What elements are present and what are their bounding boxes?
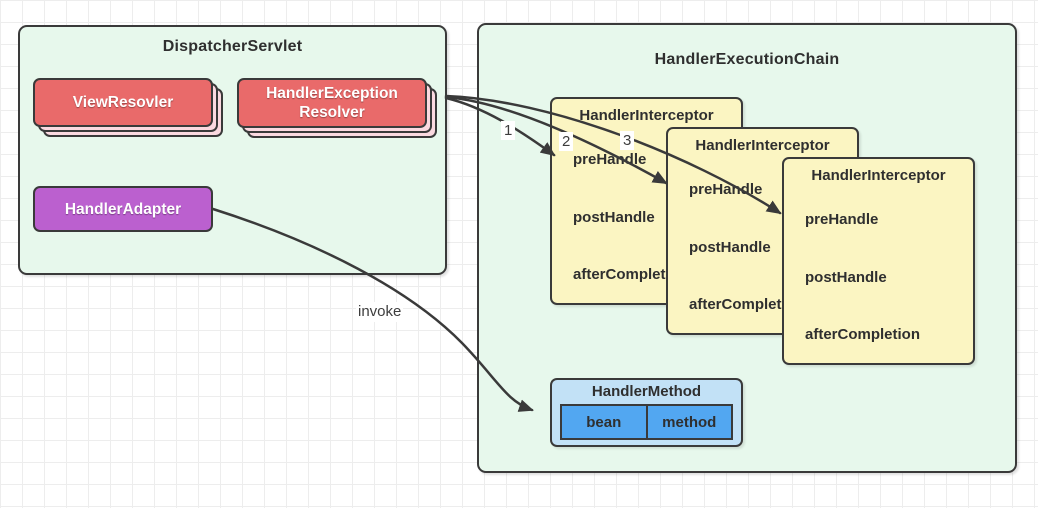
dispatcher-servlet-title: DispatcherServlet <box>162 38 303 55</box>
handler-adapter-label: HandlerAdapter <box>33 186 213 232</box>
handler-interceptor-title: HandlerInterceptor <box>579 107 714 124</box>
handler-method-box: HandlerMethod bean method <box>550 378 743 447</box>
handler-interceptor-title: HandlerInterceptor <box>695 137 830 154</box>
sequence-label-1: 1 <box>501 121 516 140</box>
sequence-label-2: 2 <box>559 132 574 151</box>
posthandle-label: postHandle <box>689 239 771 256</box>
handler-method-title: HandlerMethod <box>591 383 702 400</box>
invoke-label: invoke <box>356 302 404 322</box>
aftercompletion-label: afterCompletion <box>689 296 805 313</box>
dispatcher-servlet-box: DispatcherServlet <box>18 25 447 275</box>
prehandle-label: preHandle <box>573 151 647 168</box>
handler-method-method-cell: method <box>645 404 733 440</box>
aftercompletion-label: afterCompletion <box>805 326 921 343</box>
sequence-label-3: 3 <box>620 131 635 150</box>
view-resolver-card: ViewResovler <box>33 78 223 137</box>
handler-adapter-card: HandlerAdapter <box>33 186 213 232</box>
handler-interceptor-title: HandlerInterceptor <box>811 167 946 184</box>
posthandle-label: postHandle <box>805 269 887 286</box>
view-resolver-label: ViewResovler <box>33 78 213 127</box>
handler-exception-resolver-card: HandlerException Resolver <box>237 78 437 138</box>
prehandle-label: preHandle <box>689 181 763 198</box>
handler-method-row: bean method <box>560 404 733 440</box>
aftercompletion-label: afterCompletion <box>573 266 689 283</box>
handler-method-bean-cell: bean <box>560 404 648 440</box>
prehandle-label: preHandle <box>805 211 879 228</box>
handler-execution-chain-title: HandlerExecutionChain <box>654 51 840 68</box>
posthandle-label: postHandle <box>573 209 655 226</box>
handler-interceptor-card-3: HandlerInterceptor preHandle postHandle … <box>782 157 975 365</box>
handler-exception-resolver-label: HandlerException Resolver <box>237 78 427 128</box>
